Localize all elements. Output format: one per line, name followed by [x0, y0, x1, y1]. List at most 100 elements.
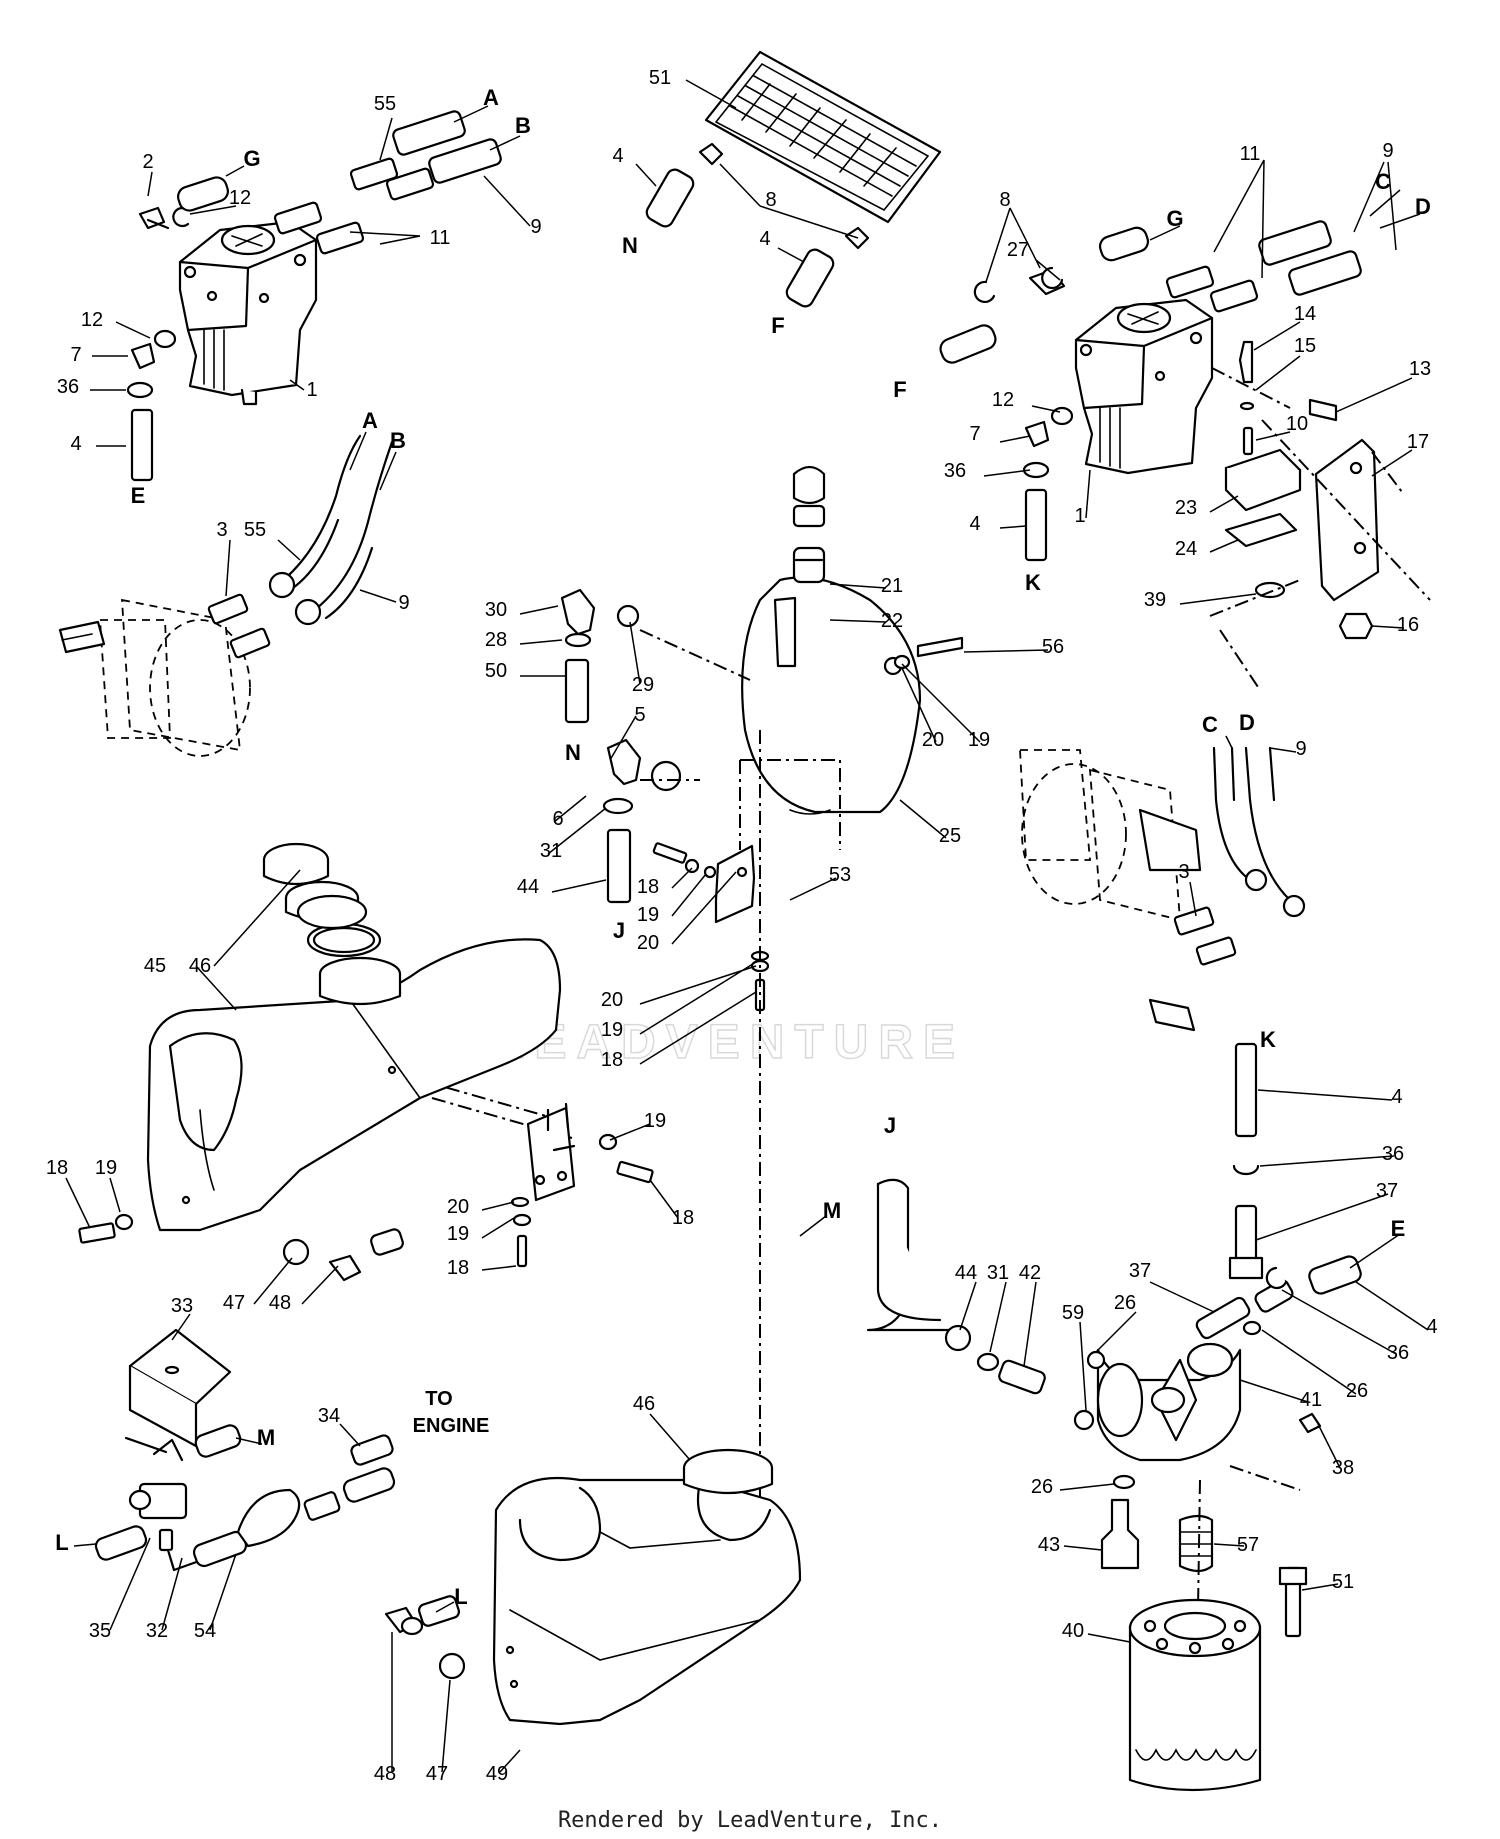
callout-number: 9: [398, 592, 409, 614]
callout-number: 44: [517, 876, 539, 898]
callout-number: 32: [146, 1620, 168, 1642]
callout-number: 47: [223, 1292, 245, 1314]
reservoir-fittings-center: [560, 588, 770, 1012]
callout-number: 22: [881, 610, 903, 632]
reservoir-upper: [741, 465, 964, 815]
callout-number: 1: [1074, 505, 1085, 527]
callout-number: 25: [939, 825, 961, 847]
callout-letter: J: [613, 918, 625, 943]
callout-number: 17: [1407, 431, 1429, 453]
callout-letter: K: [1260, 1027, 1276, 1052]
callout-number: 12: [992, 389, 1014, 411]
pump-assembly-right: [1074, 298, 1291, 475]
callout-number: 11: [1240, 143, 1261, 165]
callout-number: 9: [530, 216, 541, 238]
callout-letter: G: [1166, 206, 1183, 231]
callout-number: 4: [70, 433, 81, 455]
callout-number: 50: [485, 660, 507, 682]
callout-number: 7: [70, 344, 81, 366]
fuel-tank-left: [146, 880, 562, 1232]
callout-number: 59: [1062, 1302, 1084, 1324]
callout-number: 40: [1062, 1620, 1084, 1642]
callout-letter: A: [362, 408, 378, 433]
callout-number: 20: [601, 989, 623, 1011]
callout-number: 39: [1144, 589, 1166, 611]
callout-number: 18: [672, 1207, 694, 1229]
callout-number: 18: [46, 1157, 68, 1179]
callout-letter: L: [454, 1584, 467, 1609]
callout-letter: A: [483, 85, 499, 110]
fittings-top-left: [126, 110, 502, 482]
callout-number: 12: [229, 187, 251, 209]
callout-number: 2: [142, 151, 153, 173]
callout-number: 56: [1042, 636, 1064, 658]
callout-number: 51: [649, 67, 671, 89]
callout-number: 19: [644, 1110, 666, 1132]
callout-letter: D: [1239, 710, 1255, 735]
callout-letter: J: [884, 1113, 896, 1138]
callout-letter: B: [390, 428, 406, 453]
callout-number: 16: [1397, 614, 1419, 636]
callout-number: 48: [269, 1292, 291, 1314]
callout-number: 38: [1332, 1457, 1354, 1479]
callout-number: 27: [1007, 239, 1029, 261]
callout-letter: E: [131, 483, 146, 508]
callout-number: 8: [999, 189, 1010, 211]
callout-letter: N: [565, 740, 581, 765]
callout-number: 4: [612, 145, 623, 167]
callout-letter: F: [893, 377, 906, 402]
to-engine-label: ENGINE: [413, 1415, 490, 1437]
callout-number: 51: [1332, 1571, 1354, 1593]
callout-number: 4: [1391, 1086, 1402, 1108]
callout-number: 26: [1346, 1380, 1368, 1402]
callout-number: 9: [1382, 140, 1393, 162]
callout-letter: D: [1415, 194, 1431, 219]
callout-number: 45: [144, 955, 166, 977]
callout-number: 8: [765, 189, 776, 211]
callout-number: 34: [318, 1405, 340, 1427]
callout-number: 55: [244, 519, 266, 541]
callout-letter: F: [771, 313, 784, 338]
watermark: LEADVENTURE: [495, 1016, 965, 1069]
callout-number: 11: [430, 227, 451, 249]
callout-letter: L: [55, 1530, 68, 1555]
callout-number: 9: [1295, 738, 1306, 760]
fuel-tank-bottom: [384, 1448, 802, 1726]
callout-number: 18: [601, 1049, 623, 1071]
callout-number: 4: [759, 228, 770, 250]
callout-number: 4: [1426, 1316, 1437, 1338]
callout-number: 19: [95, 1157, 117, 1179]
callout-letter: N: [622, 233, 638, 258]
callout-number: 35: [89, 1620, 111, 1642]
callout-number: 33: [171, 1295, 193, 1317]
motor-right: [1019, 746, 1306, 1032]
callout-number: 36: [944, 460, 966, 482]
fuel-valve-assembly: [94, 1328, 396, 1572]
callout-number: 46: [189, 955, 211, 977]
to-engine-label: TO: [425, 1388, 452, 1410]
fuel-tank-left-fittings: [78, 842, 654, 1282]
callout-number: 18: [447, 1257, 469, 1279]
callout-number: 18: [637, 876, 659, 898]
callout-letter: M: [823, 1198, 841, 1223]
callout-number: 37: [1376, 1180, 1398, 1202]
callout-number: 21: [881, 575, 903, 597]
callout-number: 20: [447, 1196, 469, 1218]
callout-number: 5: [634, 704, 645, 726]
callout-letter: C: [1202, 712, 1218, 737]
callout-number: 3: [1178, 861, 1189, 883]
footer-credit: Rendered by LeadVenture, Inc.: [557, 1808, 943, 1833]
callout-number: 28: [485, 629, 507, 651]
callout-number: 13: [1409, 358, 1431, 380]
callout-number: 48: [374, 1763, 396, 1785]
callout-number: 10: [1286, 413, 1308, 435]
motor-left: [58, 434, 394, 757]
callout-letter: M: [257, 1425, 275, 1450]
callout-number: 54: [194, 1620, 216, 1642]
callout-number: 19: [637, 904, 659, 926]
callout-number: 19: [601, 1019, 623, 1041]
oil-cooler: [645, 50, 942, 308]
callout-number: 55: [374, 93, 396, 115]
